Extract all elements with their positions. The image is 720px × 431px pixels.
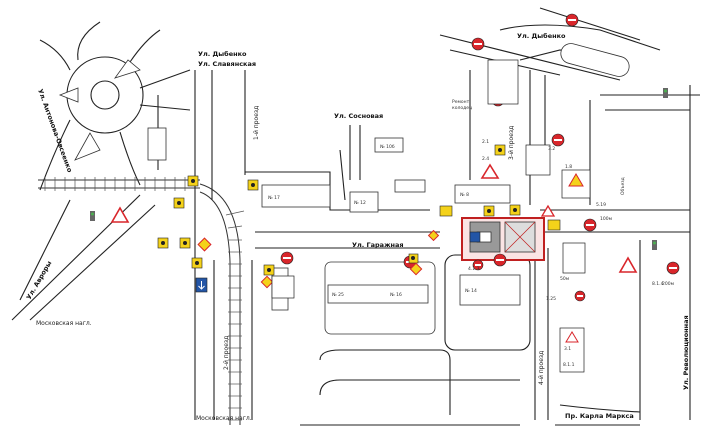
sign-no-entry-8 <box>666 261 680 275</box>
sign-note-b: колодец <box>452 106 472 111</box>
sign-panel-1 <box>559 327 585 373</box>
sign-no-entry-1 <box>471 37 485 51</box>
sign-code-1-8: 1.8 <box>565 164 572 170</box>
sign-panel-3 <box>525 144 551 176</box>
building-8 <box>454 184 511 204</box>
sign-yellow-square-1 <box>187 175 199 187</box>
sign-no-entry-5 <box>280 251 294 265</box>
avrory-road-edge-b <box>29 204 156 321</box>
sign-yellow-square-5 <box>247 179 259 191</box>
building-label-12: № 12 <box>354 200 366 206</box>
street-label-avrory: Ул. Авроры <box>25 259 54 301</box>
sign-yellow-square-9 <box>483 205 495 217</box>
sign-code-1-25: 1.25 <box>546 296 556 302</box>
railway-horizontal <box>38 177 200 191</box>
sign-no-entry-13 <box>574 290 586 302</box>
sign-warning-triangle-2 <box>618 256 638 273</box>
sign-yellow-square-2 <box>173 197 185 209</box>
street-label-sosnovaya: Ул. Сосновая <box>334 112 383 120</box>
building-10b <box>374 137 404 153</box>
sign-blue-arrow-3 <box>469 231 481 243</box>
sign-detour: Объезд <box>620 177 626 195</box>
sign-yellow-square-11 <box>509 204 521 216</box>
sign-code-8-1-4: 8.1.4 <box>652 281 664 287</box>
sign-no-entry-10 <box>493 253 507 267</box>
island-top <box>560 43 630 77</box>
sign-code-4-1-3: 4.1.3 <box>468 266 480 272</box>
sign-no-entry-14 <box>472 259 484 271</box>
sign-yellow-square-8 <box>408 253 419 264</box>
street-label-karla-marksa: Пр. Карла Маркса <box>565 412 634 420</box>
building-label-10b: № 10б <box>380 144 395 150</box>
direction-label-moskva-left: Московская нагл. <box>36 320 92 327</box>
sign-code-8-1-1: 8.1.1 <box>563 362 575 368</box>
railway-curved <box>199 183 245 425</box>
roundabout <box>39 21 191 191</box>
sign-yellow-square-4 <box>179 237 191 249</box>
street-label-dyrbenko: Ул. Дыбенко <box>198 50 247 58</box>
building-label-8: № 8 <box>460 192 469 198</box>
barrier-2 <box>547 219 561 231</box>
passage-label-1: 1-й проезд <box>253 106 260 140</box>
traffic-light-2 <box>652 240 657 250</box>
sign-distance-100: 100м <box>600 216 612 222</box>
passage-label-3: 3-й проезд <box>508 126 515 160</box>
sign-diamond-3 <box>409 262 423 276</box>
sign-yellow-square-6 <box>191 257 203 269</box>
sign-warning-triangle-4 <box>540 204 556 217</box>
building-17 <box>261 184 331 208</box>
sign-distance-200: 200м <box>662 281 674 287</box>
street-label-slavyanskaya: Ул. Славянская <box>198 60 256 68</box>
sign-diamond-2 <box>260 275 274 289</box>
sign-yellow-square-10 <box>494 144 506 156</box>
sign-warning-triangle-3 <box>480 163 500 179</box>
building-label-17: № 17 <box>268 195 280 201</box>
sign-no-entry-4 <box>551 133 565 147</box>
building-14 <box>459 274 521 306</box>
passage-label-2: 2-й проезд <box>223 336 230 370</box>
sign-panel-4 <box>561 169 591 199</box>
building-label-14: № 14 <box>465 288 477 294</box>
traffic-light-1 <box>90 211 95 221</box>
sign-panel-5 <box>487 59 519 105</box>
sign-code-2-1: 2.1 <box>482 139 489 145</box>
sign-warning-triangle-1 <box>110 206 130 223</box>
street-label-antonova: Ул. Антонова-Овсеенко <box>36 88 74 174</box>
sign-no-entry-2 <box>565 13 579 27</box>
sign-distance-50: 50м <box>560 276 569 282</box>
sign-code-2-4: 2.4 <box>482 156 489 162</box>
street-label-revolyutsionnaya: Ул. Революционная <box>682 315 690 390</box>
sign-code-3-1: 3.1 <box>564 346 571 352</box>
building-12 <box>349 191 379 213</box>
building-label-16: № 16 <box>390 292 402 298</box>
sign-yellow-square-3 <box>157 237 169 249</box>
sign-yellow-square-7 <box>263 264 275 276</box>
sign-panel-6 <box>271 275 295 299</box>
sign-code-5-19: 5.19 <box>596 202 606 208</box>
street-label-dyrbenko-top: Ул. Дыбенко <box>517 32 566 40</box>
sign-code-3-2: 3.2 <box>548 146 555 152</box>
building-label-25: № 25 <box>332 292 344 298</box>
traffic-light-3 <box>663 88 668 98</box>
sign-blue-arrow-1 <box>195 277 208 293</box>
street-label-garazhnaya: Ул. Гаражная <box>352 241 404 249</box>
sign-no-entry-7 <box>583 218 597 232</box>
passage-label-4: 4-й проезд <box>538 351 545 385</box>
sign-diamond-1 <box>197 237 212 252</box>
sign-diamond-4 <box>427 229 440 242</box>
direction-label-moskva-bottom: Московская нагл. <box>196 415 252 422</box>
sign-panel-2 <box>562 242 586 274</box>
barrier-1 <box>439 205 453 217</box>
sign-note-a: Ремонт <box>452 99 470 105</box>
